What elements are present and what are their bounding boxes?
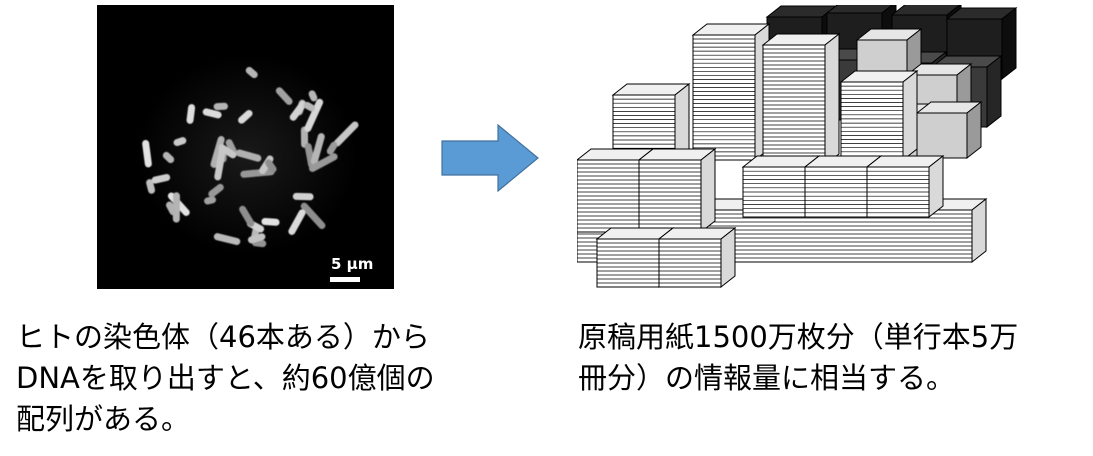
stack-side-face [903, 71, 917, 160]
paper-equivalent-caption: 原稿用紙1500万枚分（単行本5万 冊分）の情報量に相当する。 [578, 317, 1018, 399]
stack-side-face [929, 156, 943, 217]
caption-left-line-1: ヒトの染色体（46本ある）から [16, 320, 430, 354]
stack-front-face [693, 35, 755, 160]
right-arrow-icon [441, 124, 541, 192]
chromosome-caption: ヒトの染色体（46本ある）から DNAを取り出すと、約60億個の 配列がある。 [16, 317, 435, 440]
chromosome [261, 218, 280, 226]
stack-side-face [1002, 8, 1016, 79]
stack-front-face [841, 82, 903, 160]
stack-side-face [972, 199, 986, 262]
stack-side-face [721, 228, 735, 287]
manuscript-paper-stacks-illustration [577, 5, 1027, 293]
stack-side-face [701, 149, 715, 232]
caption-left-line-2: DNAを取り出すと、約60億個の [16, 361, 435, 395]
stack-side-face [987, 56, 1001, 127]
scale-bar [330, 277, 360, 282]
chromosome-micrograph: 5 μm [97, 5, 394, 289]
stack-side-face [825, 34, 839, 165]
caption-left-line-3: 配列がある。 [16, 402, 190, 436]
caption-right-line-2: 冊分）の情報量に相当する。 [578, 361, 955, 395]
stack-front-face [917, 113, 967, 158]
scale-bar-label: 5 μm [331, 255, 373, 273]
caption-right-line-1: 原稿用紙1500万枚分（単行本5万 [578, 320, 1018, 354]
chromosome [213, 103, 228, 111]
chromosome [293, 193, 314, 201]
